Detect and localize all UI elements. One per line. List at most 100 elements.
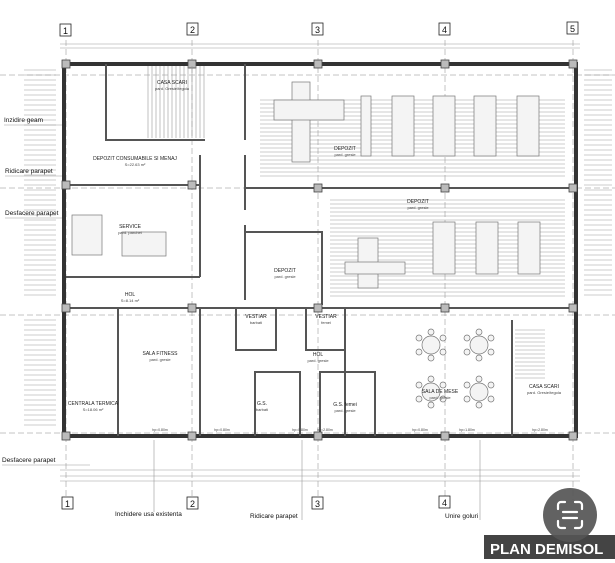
room-name: DEPOZIT xyxy=(274,268,296,274)
dining-table xyxy=(421,382,441,402)
room-detail: S=18.06 m² xyxy=(83,407,104,412)
svg-text:3: 3 xyxy=(315,499,320,509)
svg-text:2: 2 xyxy=(190,25,195,35)
chair xyxy=(439,348,447,356)
room-name: DEPOZIT CONSUMABILE SI MENAJ xyxy=(93,156,177,162)
text-scan-button[interactable] xyxy=(543,488,597,542)
column xyxy=(187,303,197,313)
room-name: SALA FITNESS xyxy=(142,351,178,357)
furniture xyxy=(71,66,545,409)
svg-text:4: 4 xyxy=(442,498,447,508)
note-desfacere-parapet: Desfacere parapet xyxy=(5,210,59,217)
furniture-item xyxy=(273,99,345,121)
column xyxy=(187,431,197,441)
annotations: Inzidire geam Ridicare parapet Desfacere… xyxy=(2,117,481,520)
interior-walls xyxy=(64,64,576,436)
svg-text:3: 3 xyxy=(315,25,320,35)
furniture-item xyxy=(360,95,372,157)
column xyxy=(61,303,71,313)
room-detail: pard. gresie xyxy=(334,152,356,157)
axis-label-top-3: 3 xyxy=(311,22,324,36)
furniture-item xyxy=(121,231,167,257)
chair xyxy=(415,395,423,403)
column xyxy=(440,431,450,441)
chair xyxy=(415,334,423,342)
room-name: CASA SCARI xyxy=(529,384,559,390)
svg-text:1: 1 xyxy=(65,499,70,509)
dining-table xyxy=(469,382,489,402)
room-name: DEPOZIT xyxy=(334,146,356,152)
column xyxy=(440,183,450,193)
plan-title: PLAN DEMISOL xyxy=(484,535,615,559)
column xyxy=(61,180,71,190)
window-label: hp=2.80m xyxy=(317,428,333,432)
chair xyxy=(487,381,495,389)
chair xyxy=(439,395,447,403)
svg-text:4: 4 xyxy=(442,25,447,35)
chair xyxy=(475,328,483,336)
axis-label-top-2: 2 xyxy=(186,22,199,36)
note-inzidire-geam: Inzidire geam xyxy=(4,117,43,124)
dimension-lines xyxy=(60,43,580,482)
chair xyxy=(427,354,435,362)
axis-label-bottom-2: 2 xyxy=(186,496,199,510)
column xyxy=(568,59,578,69)
room-detail: barbati xyxy=(256,407,268,412)
chair xyxy=(439,381,447,389)
room-detail: pard. gresie xyxy=(149,357,171,362)
furniture-item xyxy=(473,95,497,157)
window-label: hp=0.80m xyxy=(292,428,308,432)
window-label: hp=1.80m xyxy=(459,428,475,432)
window-label: hp=0.80m xyxy=(214,428,230,432)
column xyxy=(61,59,71,69)
column xyxy=(568,303,578,313)
furniture-item xyxy=(432,95,456,157)
room-detail: pard. parchet xyxy=(118,230,142,235)
chair xyxy=(475,354,483,362)
svg-text:5: 5 xyxy=(570,24,575,34)
column xyxy=(61,431,71,441)
room-name: HOL xyxy=(125,292,136,298)
room-name: DEPOZIT xyxy=(407,199,429,205)
axis-label-bottom-1: 1 xyxy=(61,496,74,510)
column xyxy=(440,303,450,313)
room-detail: pard. gresie xyxy=(334,408,356,413)
note-inchidere-usa: Inchidere usa existenta xyxy=(115,511,182,518)
furniture-item xyxy=(291,81,311,163)
chair xyxy=(427,375,435,383)
room-name: HOL xyxy=(313,352,324,358)
column xyxy=(313,183,323,193)
room-detail: femei xyxy=(321,320,331,325)
chair xyxy=(427,328,435,336)
chair xyxy=(427,401,435,409)
note-ridicare-parapet: Ridicare parapet xyxy=(5,168,53,175)
text-scan-icon xyxy=(556,500,584,530)
room-name: SERVICE xyxy=(119,224,142,230)
room-detail: pard. gresie xyxy=(274,274,296,279)
dining-table xyxy=(421,335,441,355)
room-detail: S=8.14 m² xyxy=(121,298,140,303)
chair xyxy=(475,375,483,383)
window-label: hp=0.80m xyxy=(152,428,168,432)
room-detail: pard. Gresie/tegola xyxy=(527,390,562,395)
room-name: VESTIAR xyxy=(245,314,267,320)
svg-text:2: 2 xyxy=(190,499,195,509)
note-desfacere-parapet-bottom: Desfacere parapet xyxy=(2,457,56,464)
room-detail: S=22.63 m² xyxy=(125,162,146,167)
column xyxy=(187,180,197,190)
room-detail: barbati xyxy=(250,320,262,325)
chair xyxy=(439,334,447,342)
note-unire-goluri: Unire goluri xyxy=(445,513,478,520)
